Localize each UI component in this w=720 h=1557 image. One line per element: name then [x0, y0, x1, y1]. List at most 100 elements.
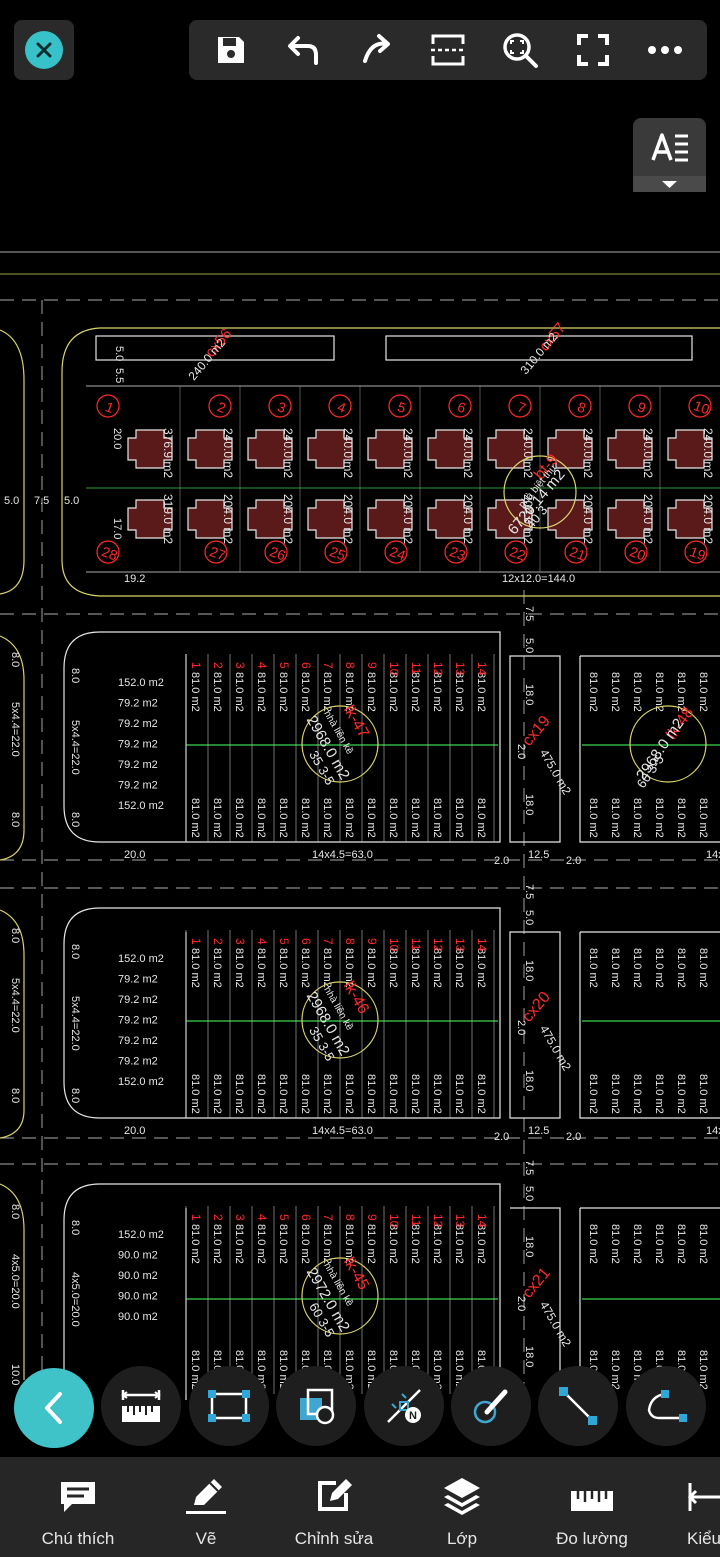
undo-button[interactable] [275, 22, 331, 78]
lot-number: 26 [268, 543, 288, 563]
dim-text: 7.5 [34, 495, 49, 507]
save-button[interactable] [203, 22, 259, 78]
dim-text: 12x12.0=144.0 [502, 573, 575, 585]
dim-text: 20.0 [124, 849, 145, 861]
lot-number: 1 [103, 398, 116, 416]
rectangle-tool[interactable] [189, 1366, 269, 1446]
crop-button[interactable] [420, 22, 476, 78]
close-button[interactable] [14, 20, 74, 80]
villa-area-top: 240.0 m2 [581, 428, 595, 478]
lot-number-circle [268, 394, 292, 418]
lot-number: 9 [365, 662, 379, 669]
row-lot-area: 81.0 m2 [299, 948, 311, 988]
close-icon [25, 31, 63, 69]
lot-number-circle [264, 540, 288, 564]
villa-footprint-bottom [187, 499, 233, 539]
brush-tool[interactable] [451, 1366, 531, 1446]
side-lot-area: 90.0 m2 [118, 1311, 158, 1323]
fullscreen-icon [576, 34, 609, 66]
dim-text: 5x4.4=22.0 [9, 978, 21, 1033]
lot-number: 4 [255, 1214, 269, 1221]
row-lot-area: 81.0 m2 [233, 948, 245, 988]
dim-text: 5.0 [4, 495, 19, 507]
row-lot-area: 81.0 m2 [365, 1074, 377, 1114]
lot-number: 1 [189, 1214, 203, 1221]
layers-select-tool[interactable] [276, 1366, 356, 1446]
back-icon [45, 1392, 62, 1424]
dimension-style-icon [687, 1483, 720, 1511]
lot-number-circle [96, 394, 120, 418]
back-button[interactable] [14, 1368, 94, 1448]
line-tool[interactable] [538, 1366, 618, 1446]
side-lot-area: 79.2 m2 [118, 780, 158, 792]
nav-edit[interactable]: Chỉnh sửa [270, 1457, 398, 1557]
lot-number: 10 [387, 662, 401, 676]
lot-number-circle [564, 540, 588, 564]
lot-number-circle [628, 394, 652, 418]
row-lot-area: 81.0 m2 [387, 1224, 399, 1264]
row-lot-area: 81.0 m2 [343, 1074, 355, 1114]
lot-number: 13 [453, 662, 467, 676]
fullscreen-button[interactable] [565, 22, 621, 78]
row-lot-area: 81.0 m2 [409, 948, 421, 988]
nav-style[interactable]: Kiểu [668, 1457, 720, 1557]
nav-measure[interactable]: Đo lường [534, 1457, 650, 1557]
villa-area-bottom: 204.0 m2 [401, 494, 415, 544]
dim-text: 5.5 [113, 368, 125, 383]
side-lot-area: 79.2 m2 [118, 759, 158, 771]
lot-number: 9 [635, 398, 648, 416]
side-lot-area: 152.0 m2 [118, 953, 164, 965]
text-display-toggle[interactable] [633, 118, 706, 192]
side-lot-area: 79.2 m2 [118, 974, 158, 986]
measure-ruler-tool[interactable] [101, 1366, 181, 1446]
row-lot-area: 81.0 m2 [189, 1074, 201, 1114]
row-lot-area: 81.0 m2 [631, 672, 643, 712]
row-lot-area: 81.0 m2 [475, 948, 487, 988]
lot-number-circle [328, 394, 352, 418]
dim-text: 8.0 [9, 928, 21, 943]
villa-footprint-bottom [547, 499, 593, 539]
nav-annotate[interactable]: Chú thích [20, 1457, 136, 1557]
redo-button[interactable] [348, 22, 404, 78]
lot-number: 6 [299, 938, 313, 945]
row-lot-area: 81.0 m2 [387, 948, 399, 988]
dim-text: 4x5.0=20.0 [9, 1254, 21, 1309]
villa-area-top: 240.0 m2 [461, 428, 475, 478]
row-lot-area: 81.0 m2 [255, 1074, 267, 1114]
dim-text: 7.5 [523, 884, 535, 899]
polyline-tool[interactable] [626, 1366, 706, 1446]
zoom-extents-button[interactable] [492, 22, 548, 78]
row-lot-area: 81.0 m2 [211, 948, 223, 988]
lot-number-circle [96, 540, 120, 564]
row-lot-area: 81.0 m2 [299, 798, 311, 838]
row-lot-area: 81.0 m2 [653, 1074, 665, 1114]
row-lot-area: 81.0 m2 [587, 672, 599, 712]
dim-text: 18.0 [523, 684, 535, 705]
row-lot-area: 81.0 m2 [675, 1074, 687, 1114]
dim-text: 8.0 [69, 668, 81, 683]
lot-number: 10 [692, 397, 712, 417]
nav-layer[interactable]: Lớp [404, 1457, 520, 1557]
dim-text: 10.0 [9, 1364, 21, 1385]
row-lot-area: 81.0 m2 [409, 1074, 421, 1114]
lot-number: 24 [388, 543, 408, 563]
lot-number-circle [324, 540, 348, 564]
lot-number: 13 [453, 1214, 467, 1228]
dim-text: 8.0 [69, 1088, 81, 1103]
villa-area-bottom: 204.0 m2 [281, 494, 295, 544]
dim-text: 18.0 [523, 1236, 535, 1257]
plot-label-circle [301, 981, 379, 1059]
lot-number: 12 [431, 938, 445, 952]
more-icon [647, 46, 682, 54]
lot-number: 14 [475, 938, 489, 952]
row-lot-area: 81.0 m2 [697, 948, 709, 988]
row-lot-area: 81.0 m2 [365, 798, 377, 838]
villa-footprint-bottom [247, 499, 293, 539]
row-lot-area: 81.0 m2 [409, 1224, 421, 1264]
nav-draw[interactable]: Vẽ [150, 1457, 262, 1557]
villa-footprint-top [487, 429, 533, 469]
snap-tool[interactable]: N [364, 1366, 444, 1446]
lot-number: 20 [628, 543, 648, 563]
more-button[interactable] [637, 22, 693, 78]
